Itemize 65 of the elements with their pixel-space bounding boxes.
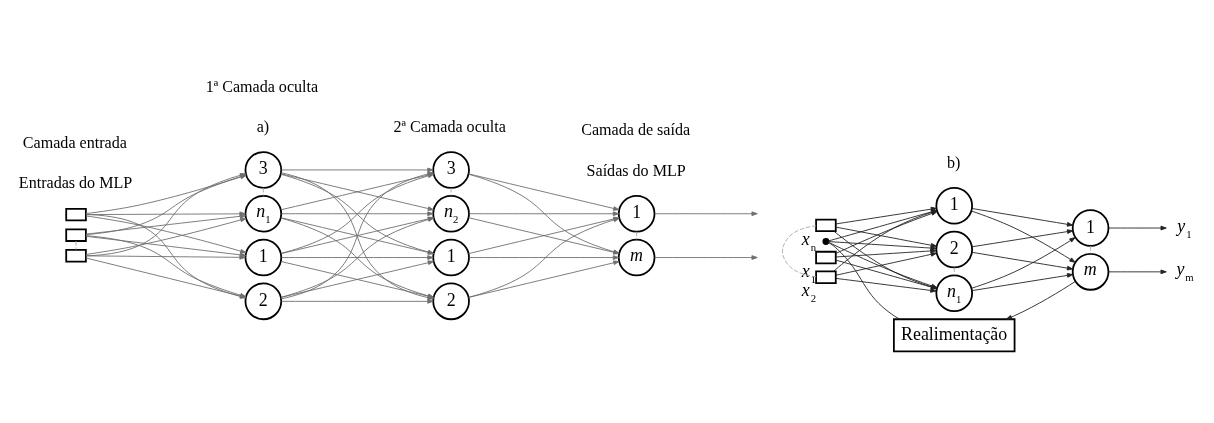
label: 1ª Camada oculta bbox=[205, 77, 319, 95]
connector bbox=[636, 231, 638, 240]
label: Entradas do MLP bbox=[18, 174, 133, 192]
connector bbox=[450, 187, 452, 197]
node-circle: 1 bbox=[617, 194, 656, 233]
node-circle: 3 bbox=[432, 151, 470, 189]
node-box bbox=[815, 218, 837, 233]
arrow bbox=[1005, 281, 1076, 320]
arrow bbox=[280, 167, 434, 173]
arrow bbox=[970, 210, 1076, 263]
label: Camada entrada bbox=[22, 133, 127, 151]
node-box bbox=[65, 228, 87, 242]
arrow bbox=[654, 211, 758, 217]
arrow bbox=[835, 252, 937, 276]
node-box bbox=[815, 250, 837, 265]
arrow bbox=[468, 211, 620, 217]
node-circle: 2 bbox=[935, 230, 973, 269]
node-text: y$_{1}$ bbox=[1177, 215, 1192, 240]
node-circle: 2 bbox=[432, 282, 470, 321]
arrow bbox=[280, 299, 434, 304]
arrow bbox=[971, 237, 1076, 289]
node-circle: 1 bbox=[935, 186, 973, 225]
node-circle: n$_{1}$ bbox=[244, 194, 283, 233]
node-box: Realimentação bbox=[892, 318, 1016, 353]
arrow bbox=[971, 273, 1074, 292]
arrow bbox=[971, 251, 1074, 271]
connector bbox=[953, 267, 955, 276]
node-box bbox=[65, 249, 87, 263]
node-box bbox=[65, 207, 87, 222]
node-text: y$_{m}$ bbox=[1176, 259, 1194, 284]
connector bbox=[828, 241, 900, 320]
label: a) bbox=[256, 117, 270, 135]
node-box bbox=[815, 270, 837, 284]
node-circle: m bbox=[617, 238, 656, 277]
label: Saídas do MLP bbox=[586, 161, 686, 179]
arrow bbox=[280, 255, 434, 260]
arrow bbox=[971, 229, 1074, 248]
node-circle: 1 bbox=[244, 238, 283, 277]
arrow bbox=[971, 208, 1074, 227]
label: Camada de saída bbox=[581, 121, 691, 139]
connector bbox=[262, 187, 264, 197]
node-circle: 1 bbox=[432, 238, 470, 277]
label: b) bbox=[947, 153, 961, 171]
node-dot bbox=[822, 238, 830, 245]
arrow bbox=[654, 255, 758, 260]
arrow bbox=[468, 260, 620, 298]
connector bbox=[781, 225, 817, 278]
connector bbox=[75, 240, 77, 251]
node-label: x$_{n}$ bbox=[801, 228, 817, 253]
node-label: x$_{1}$ bbox=[801, 260, 817, 285]
arrow bbox=[85, 214, 246, 235]
node-circle: 3 bbox=[244, 151, 283, 189]
arrow bbox=[468, 173, 620, 211]
label: 2ª Camada oculta bbox=[393, 117, 506, 135]
arrow bbox=[828, 241, 937, 251]
arrow bbox=[1108, 225, 1167, 231]
node-circle: n$_{2}$ bbox=[432, 194, 470, 233]
arrow bbox=[280, 211, 434, 217]
arrow bbox=[468, 255, 620, 260]
connector bbox=[1090, 245, 1091, 255]
arrow bbox=[1108, 269, 1167, 275]
arrow bbox=[835, 226, 937, 248]
node-circle: n$_{1}$ bbox=[935, 274, 973, 313]
node-circle: 2 bbox=[244, 282, 283, 321]
arrow bbox=[85, 255, 246, 260]
